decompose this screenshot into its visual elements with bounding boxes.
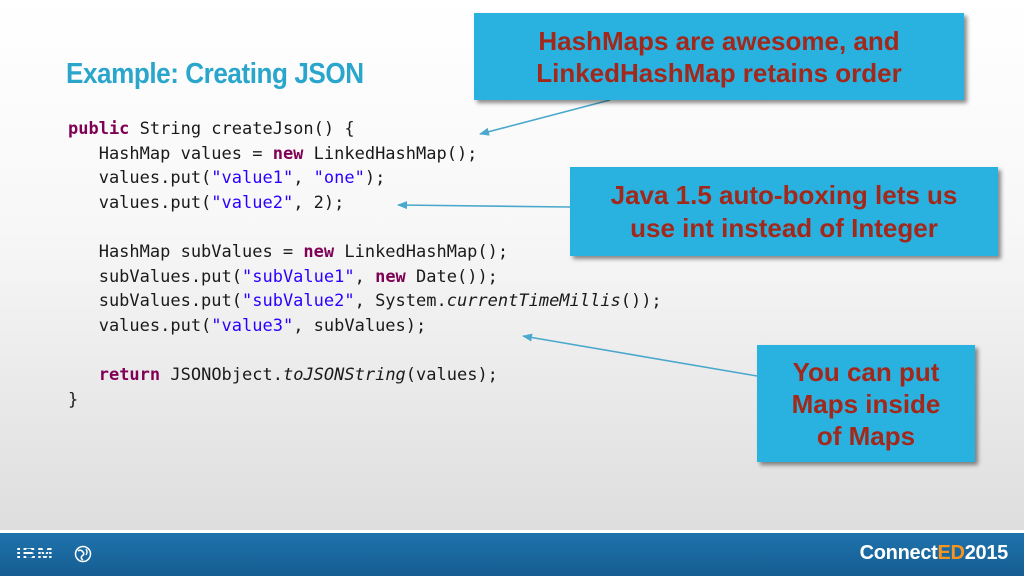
code-method: toJSONString bbox=[282, 364, 406, 385]
callout-maps-line2: Maps inside bbox=[791, 388, 941, 419]
code-text: , bbox=[354, 266, 376, 287]
callout-maps: You can put Maps inside of Maps bbox=[757, 345, 975, 462]
code-text: subValues.put( bbox=[68, 291, 242, 312]
code-text: LinkedHashMap(); bbox=[334, 241, 509, 262]
callout-hashmaps-line2: LinkedHashMap retains order bbox=[536, 57, 902, 88]
code-text: , subValues); bbox=[293, 315, 427, 336]
callout-hashmaps-line1: HashMaps are awesome, and bbox=[538, 25, 900, 56]
code-text: String createJson() { bbox=[129, 119, 355, 139]
callout-autoboxing: Java 1.5 auto-boxing lets us use int ins… bbox=[570, 167, 998, 256]
code-text: (values); bbox=[405, 364, 498, 385]
callout-hashmaps: HashMaps are awesome, and LinkedHashMap … bbox=[474, 13, 964, 100]
code-text: Date()); bbox=[405, 266, 498, 287]
code-text: values.put( bbox=[68, 168, 212, 189]
code-text: values.put( bbox=[68, 192, 212, 213]
code-text: JSONObject. bbox=[160, 364, 283, 385]
code-text: LinkedHashMap(); bbox=[303, 143, 478, 164]
code-keyword: new bbox=[375, 266, 406, 287]
code-text: } bbox=[68, 389, 79, 410]
footer-bar: IBM ConnectED2015 bbox=[0, 533, 1024, 576]
callout-maps-line1: You can put bbox=[792, 356, 940, 387]
code-string: "subValue2" bbox=[242, 291, 355, 312]
code-text: values.put( bbox=[68, 315, 212, 336]
code-text: HashMap values = bbox=[68, 143, 273, 164]
connected-brand-logo: ConnectED2015 bbox=[859, 542, 1009, 565]
slide-title: Example: Creating JSON bbox=[66, 58, 364, 90]
brand-prefix: Connect bbox=[859, 542, 938, 564]
callout-autoboxing-line2: use int instead of Integer bbox=[630, 212, 938, 243]
brand-year: 2015 bbox=[964, 542, 1009, 564]
code-text: , 2); bbox=[293, 192, 345, 213]
code-text bbox=[68, 365, 99, 385]
code-block: public String createJson() { HashMap val… bbox=[68, 117, 662, 412]
globe-icon bbox=[74, 545, 92, 563]
callout-maps-line3: of Maps bbox=[816, 420, 916, 451]
code-text: ); bbox=[364, 168, 386, 189]
code-keyword: public bbox=[68, 119, 130, 139]
code-string: "value1" bbox=[211, 168, 294, 189]
code-keyword: return bbox=[98, 364, 161, 385]
code-method: currentTimeMillis bbox=[446, 291, 621, 312]
footer-divider bbox=[0, 530, 1024, 533]
code-string: "one" bbox=[313, 168, 365, 189]
brand-accent: ED bbox=[937, 542, 965, 564]
code-text: , System. bbox=[354, 291, 447, 312]
callout-autoboxing-line1: Java 1.5 auto-boxing lets us bbox=[610, 179, 958, 210]
code-keyword: new bbox=[272, 143, 304, 164]
code-text: HashMap subValues = bbox=[68, 241, 304, 262]
code-string: "subValue1" bbox=[242, 266, 355, 287]
code-string: "value3" bbox=[211, 315, 294, 336]
code-text: subValues.put( bbox=[68, 266, 242, 287]
code-text: , bbox=[293, 168, 314, 189]
code-text: ()); bbox=[620, 291, 662, 312]
ibm-logo: IBM bbox=[16, 544, 54, 565]
code-keyword: new bbox=[303, 241, 335, 262]
code-string: "value2" bbox=[211, 192, 294, 213]
